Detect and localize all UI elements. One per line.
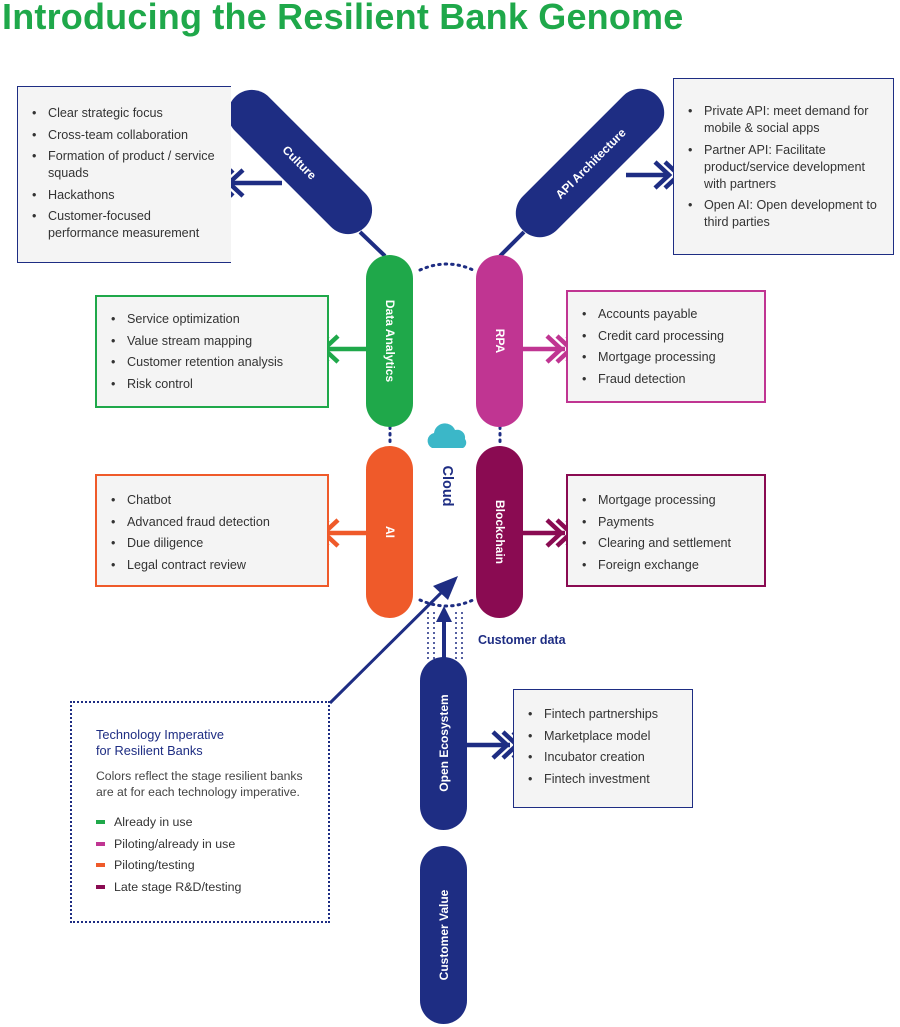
list-item: Service optimization	[111, 311, 317, 328]
api-connector	[498, 230, 526, 258]
list-item: Foreign exchange	[582, 557, 754, 574]
api-architecture-pill: API Architecture	[515, 88, 665, 238]
cloud-label: Cloud	[439, 465, 455, 506]
api-list: Private API: meet demand for mobile & so…	[688, 103, 887, 231]
blockchain-pill: Blockchain	[476, 446, 523, 618]
legend-label: Late stage R&D/testing	[114, 879, 242, 894]
legend-box: Technology Imperative for Resilient Bank…	[70, 701, 330, 923]
open-ecosystem-pill-label: Open Ecosystem	[437, 694, 451, 791]
customer-data-arrowhead	[436, 606, 452, 622]
open-ecosystem-list: Fintech partnerships Marketplace model I…	[528, 706, 682, 788]
list-item: Marketplace model	[528, 728, 682, 745]
legend-label: Already in use	[114, 815, 193, 829]
legend-item-late-stage: Late stage R&D/testing	[96, 879, 318, 895]
list-item: Advanced fraud detection	[111, 514, 317, 531]
ai-pill-label: AI	[383, 526, 397, 538]
legend-label: Piloting/testing	[114, 858, 195, 872]
blockchain-pill-label: Blockchain	[493, 500, 507, 564]
page-title: Introducing the Resilient Bank Genome	[2, 0, 684, 37]
list-item: Risk control	[111, 376, 317, 393]
list-item: Incubator creation	[528, 749, 682, 766]
list-item: Clear strategic focus	[32, 105, 221, 122]
legend-item-already-in-use: Already in use	[96, 814, 318, 830]
customer-data-label: Customer data	[478, 633, 566, 647]
rpa-pill: RPA	[476, 255, 523, 427]
list-item: Open AI: Open development to third parti…	[688, 197, 887, 231]
list-item: Fintech partnerships	[528, 706, 682, 723]
legend-label: Piloting/already in use	[114, 836, 236, 851]
customer-value-pill: Customer Value	[420, 846, 467, 1024]
blockchain-list: Mortgage processing Payments Clearing an…	[582, 492, 754, 574]
list-item: Credit card processing	[582, 328, 754, 345]
top-dotted-arc	[418, 262, 475, 272]
open-ecosystem-box: Fintech partnerships Marketplace model I…	[513, 689, 693, 808]
legend-item-piloting-testing: Piloting/testing	[96, 857, 318, 873]
rpa-pill-label: RPA	[493, 329, 507, 354]
ai-list: Chatbot Advanced fraud detection Due dil…	[111, 492, 317, 574]
list-item: Customer retention analysis	[111, 354, 317, 371]
legend-title-line-1: Technology Imperative	[96, 727, 225, 742]
list-item: Private API: meet demand for mobile & so…	[688, 103, 887, 137]
list-item: Fraud detection	[582, 371, 754, 388]
open-ecosystem-pill: Open Ecosystem	[420, 657, 467, 830]
legend-pointer-arrowhead	[433, 576, 458, 600]
list-item: Customer-focused performance measurement	[32, 208, 221, 242]
rpa-list: Accounts payable Credit card processing …	[582, 306, 754, 388]
list-item: Mortgage processing	[582, 492, 754, 509]
legend-swatch-orange	[96, 863, 105, 867]
list-item: Payments	[582, 514, 754, 531]
culture-list: Clear strategic focus Cross-team collabo…	[32, 105, 221, 242]
bottom-dotted-arc	[418, 598, 475, 608]
list-item: Accounts payable	[582, 306, 754, 323]
data-analytics-list: Service optimization Value stream mappin…	[111, 311, 317, 393]
ai-box: Chatbot Advanced fraud detection Due dil…	[95, 474, 329, 587]
ai-pill: AI	[366, 446, 413, 618]
rpa-box: Accounts payable Credit card processing …	[566, 290, 766, 403]
legend-pointer-line	[328, 580, 454, 705]
cloud-icon	[427, 423, 467, 448]
legend-swatch-green	[96, 820, 105, 824]
legend-swatch-burgundy	[96, 884, 105, 889]
list-item: Partner API: Facilitate product/service …	[688, 142, 887, 193]
data-analytics-box: Service optimization Value stream mappin…	[95, 295, 329, 408]
list-item: Fintech investment	[528, 771, 682, 788]
blockchain-box: Mortgage processing Payments Clearing an…	[566, 474, 766, 587]
list-item: Clearing and settlement	[582, 535, 754, 552]
data-analytics-pill: Data Analytics	[366, 255, 413, 427]
legend-description: Colors reflect the stage resilient banks…	[96, 769, 303, 799]
list-item: Mortgage processing	[582, 349, 754, 366]
legend-item-piloting-already: Piloting/already in use	[96, 836, 318, 852]
culture-pill: Culture	[227, 89, 373, 235]
customer-value-pill-label: Customer Value	[437, 889, 451, 980]
list-item: Value stream mapping	[111, 333, 317, 350]
list-item: Cross-team collaboration	[32, 127, 221, 144]
culture-box: Clear strategic focus Cross-team collabo…	[17, 86, 231, 263]
list-item: Legal contract review	[111, 557, 317, 574]
list-item: Chatbot	[111, 492, 317, 509]
list-item: Formation of product / service squads	[32, 148, 221, 182]
list-item: Hackathons	[32, 187, 221, 204]
legend-swatch-magenta	[96, 841, 105, 846]
data-analytics-pill-label: Data Analytics	[383, 300, 397, 383]
culture-connector	[358, 230, 387, 258]
list-item: Due diligence	[111, 535, 317, 552]
api-architecture-box: Private API: meet demand for mobile & so…	[673, 78, 894, 255]
legend-title-line-2: for Resilient Banks	[96, 743, 203, 758]
